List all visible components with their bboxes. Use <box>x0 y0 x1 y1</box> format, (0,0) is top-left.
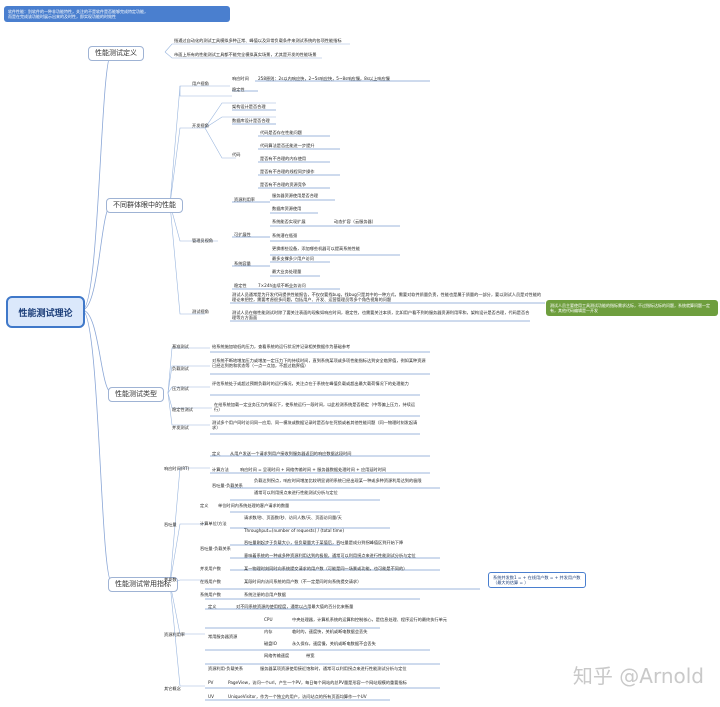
tester-text-2: 测试人员在做性能测试时除了要关注表面的现象如响应时间，稳定性，也需要关注本质，比… <box>232 310 530 320</box>
concurrency-desc: 系统注册的总用户数据 <box>244 592 286 597</box>
server-resource-desc: 中央处理器，计算机系统的运算和控制核心，是信息处理、程序运行的最终执行单元 <box>292 617 447 622</box>
admin-view: 管理员视角 <box>192 238 213 243</box>
ru-definition: 对不同系统资源的使用程度，通常以占用最大值的百分比来衡量 <box>236 604 354 609</box>
test-type-desc: 评估系统处于或超过预期负载时的运行情况，关注点在于系统在峰值负载或超出最大载荷情… <box>212 381 409 386</box>
rt-definition: 从用户发送一个请求到用户接收到服务器返回的响应数据这段时间 <box>230 451 352 456</box>
server-resource-label: 网络传输速度 <box>264 653 290 658</box>
server-resource-desc: 带宽 <box>306 653 315 658</box>
scalability-item: 系统潜在瓶颈 <box>272 233 298 238</box>
server-resource-desc: 临时的，速度快，关机或断电数据会丢失 <box>292 629 368 634</box>
callout-tester-note: 测试人员主要使用工具测试功能的指标需求达标，不过指标达标的问题，系统就算问题一定… <box>546 300 718 316</box>
definition-line-1: 指通过自动化的测试工具模拟多种正常、峰值以及异常负载条件来测试系统的各项性能指标 <box>174 38 342 43</box>
callout-performance-definition: 软件性能：别软件的一种非功能特性，关注的不是软件是否能够完成特定功能， 而是在完… <box>4 6 230 22</box>
user-stability: 稳定性 <box>232 87 245 92</box>
tp-unit-label: 计算单位/方法 <box>200 521 227 526</box>
admin-stability-detail: 7×24h连续不断业务访问 <box>258 283 306 288</box>
dev-architecture: 架构设计是否合理 <box>232 104 266 109</box>
resource-item: 数据库资源使用 <box>272 206 302 211</box>
test-type-label: 负载测试 <box>172 366 189 371</box>
tp-unit-2: Throughput=(number of requests) / (total… <box>244 528 344 533</box>
tp-load-2: 意味着系统的一种或多种资源利用达到的极限，通常可以利用拐点来进行性能测试分析与定… <box>244 553 416 558</box>
response-time: 响应时间 <box>232 76 249 81</box>
test-type-desc: 在给系统加载一定业务压力的情况下，使系统运行一段时间，以此检测系统是否稳定（中等… <box>214 402 416 412</box>
tester-text-1: 测试人员通常是为开发代码提供性能报告，不仅仅要找bug，找bug只是其中的一种方… <box>232 292 542 302</box>
tp-definition-label: 定义 <box>200 503 209 508</box>
rt-load-label: 吞吐量-负载关系 <box>212 483 243 488</box>
metric-throughput: 吞吐量 <box>164 522 177 527</box>
concurrency-desc: 某一物理时刻同时向系统提交请求的用户数（可能是同一场景或功能，也可能是不同的） <box>244 566 408 571</box>
test-type-desc: 测试多个用户同时访问同一应用、同一模块或数据记录时是否存在死锁或者其他性能问题（… <box>212 420 418 430</box>
code-item: 代码是否存在性能问题 <box>260 130 302 135</box>
test-type-label: 压力测试 <box>172 386 189 391</box>
metric-concurrency: 并发数 <box>164 577 177 582</box>
resource-extension: 动态扩容（云服务器） <box>334 219 376 224</box>
resource-utilization: 资源利用率 <box>234 197 255 202</box>
concurrency-label: 在线用户数 <box>200 579 221 584</box>
branch-metrics[interactable]: 性能测试常用指标 <box>108 577 178 592</box>
resource-item: 服务器资源使用是否合理 <box>272 193 319 198</box>
metric-resource-utilization: 资源利用率 <box>164 632 185 637</box>
pv-desc: PageView，访问一个url，产生一个PV，每日每个网站的总PV量是形容一个… <box>228 680 407 685</box>
tp-load-1: 吞吐量刚起步于负载大小，但负载量大于某值后，吞吐量是成分到拐峰值区到开始下降 <box>244 540 404 545</box>
server-resource-label: CPU <box>264 617 273 622</box>
ru-definition-label: 定义 <box>208 604 217 609</box>
scalability: 可扩展性 <box>234 232 251 237</box>
code-item: 是否有不合理的资源竞争 <box>260 182 307 187</box>
rt-load-2: 通常可以利用拐点来进行性能测试分析与定位 <box>254 490 338 495</box>
callout-line-1: 软件性能：别软件的一种非功能特性，关注的不是软件是否能够完成特定功能， <box>8 9 148 14</box>
test-type-label: 稳定性测试 <box>172 407 193 412</box>
capacity-item: 最大业务处理量 <box>272 269 302 274</box>
rt-definition-label: 定义 <box>212 451 221 456</box>
concurrency-formula-line-2: （最大的估算 = ） <box>493 580 529 585</box>
rt-calc: 响应时间 = 呈现时间 + 网络传输时间 + 服务器数据处理时间 + 应用延时时… <box>240 467 387 472</box>
scalability-item: 更换哪些设备，添加哪些机器可以提高系统性能 <box>272 246 360 251</box>
server-resource-desc: 永久保存，速度慢，关机或断电数据不会丢失 <box>292 641 376 646</box>
branch-test-types[interactable]: 性能测试类型 <box>108 387 164 402</box>
dev-view: 开发视角 <box>192 123 209 128</box>
watermark: 知乎 @Arnold <box>572 664 704 688</box>
concurrency-label: 系统用户数 <box>200 592 221 597</box>
server-resource-label: 内存 <box>264 629 273 634</box>
rt-calc-label: 计算方法 <box>212 467 229 472</box>
concurrency-formula-line-1: 系统并发数1 = + 在线用户数 = + 并发用户数 <box>493 575 581 580</box>
dev-database: 数据库设计是否合理 <box>232 118 270 123</box>
ru-load: 服务器某项资源使用接近饱和时，通常可以利用拐点来进行性能测试分析与定位 <box>260 666 407 671</box>
callout-concurrency-formula: 系统并发数1 = + 在线用户数 = + 并发用户数 （最大的估算 = ） <box>488 572 586 588</box>
dev-code: 代码 <box>232 152 241 157</box>
server-resource-label: 磁盘IO <box>264 641 277 646</box>
admin-stability: 稳定性 <box>234 283 247 288</box>
uv-label: UV <box>208 694 214 699</box>
concurrency-desc: 某段时间内访问系统的用户数（不一定是同时向系统提交请求） <box>244 579 362 584</box>
tester-view: 测试视角 <box>192 309 209 314</box>
tp-load-label: 吞吐量-负载关系 <box>200 546 231 551</box>
ru-load-label: 资源利用-负载关系 <box>208 666 244 671</box>
branch-definition[interactable]: 性能测试定义 <box>88 46 144 61</box>
test-type-label: 并发测试 <box>172 425 189 430</box>
callout-line-2: 而是在完成该功能时展示出来的及时性，即实现功能的时效性 <box>8 14 116 19</box>
concurrency-label: 并发用户数 <box>200 566 221 571</box>
definition-line-2: 市面上所有的性能测试工具都不能完全模拟真实场景，尤其是开发的性能场景 <box>174 52 317 57</box>
test-type-desc: 给系统施加较低的压力，查看系统的运行状况并记录相关数据作为基础参考 <box>212 344 351 349</box>
system-capacity: 系统容量 <box>234 261 251 266</box>
code-item: 是否有不合理的内存使用 <box>260 156 307 161</box>
capacity-item: 最多支撑多少用户访问 <box>272 256 314 261</box>
branch-perspectives[interactable]: 不同群体眼中的性能 <box>106 198 183 213</box>
user-view: 用户视角 <box>192 81 209 86</box>
ru-server-label: 常用服务器资源 <box>208 634 238 639</box>
tp-definition: 单位时间内系统处理的客户请求的数量 <box>218 503 290 508</box>
tp-unit-1: 请求数/秒、页面数/秒、访问人数/天、页面访问量/天 <box>244 515 342 520</box>
uv-desc: UniqueVisitor，作为一个独立的用户，访问站点的所有页面均算作一个UV <box>228 694 367 699</box>
test-type-label: 基准测试 <box>172 344 189 349</box>
metric-other-concepts: 其它概念 <box>164 686 181 691</box>
pv-label: PV <box>208 680 214 685</box>
test-type-desc: 对系统不断地增加压力或增加一定压力下的持续时间，直到系统某项或多项性能指标达到安… <box>212 358 426 368</box>
resource-item: 系统能否实现扩展 <box>272 219 306 224</box>
rt-load-1: 负载达到拐点，响应时间增加比较明显说明系统已经出现某一种或多种资源利用达到的极限 <box>254 478 422 483</box>
code-item: 是否有不合理的线程同步操作 <box>260 169 315 174</box>
code-item: 代码算法是否还能进一步提升 <box>260 143 315 148</box>
metric-response-time: 响应时间(RT) <box>164 466 190 471</box>
response-time-detail: 258原则：2s以内响应快，2~5s响应快，5~8s响应慢，8s以上响应慢 <box>258 76 390 81</box>
root-node[interactable]: 性能测试理论 <box>6 296 85 328</box>
